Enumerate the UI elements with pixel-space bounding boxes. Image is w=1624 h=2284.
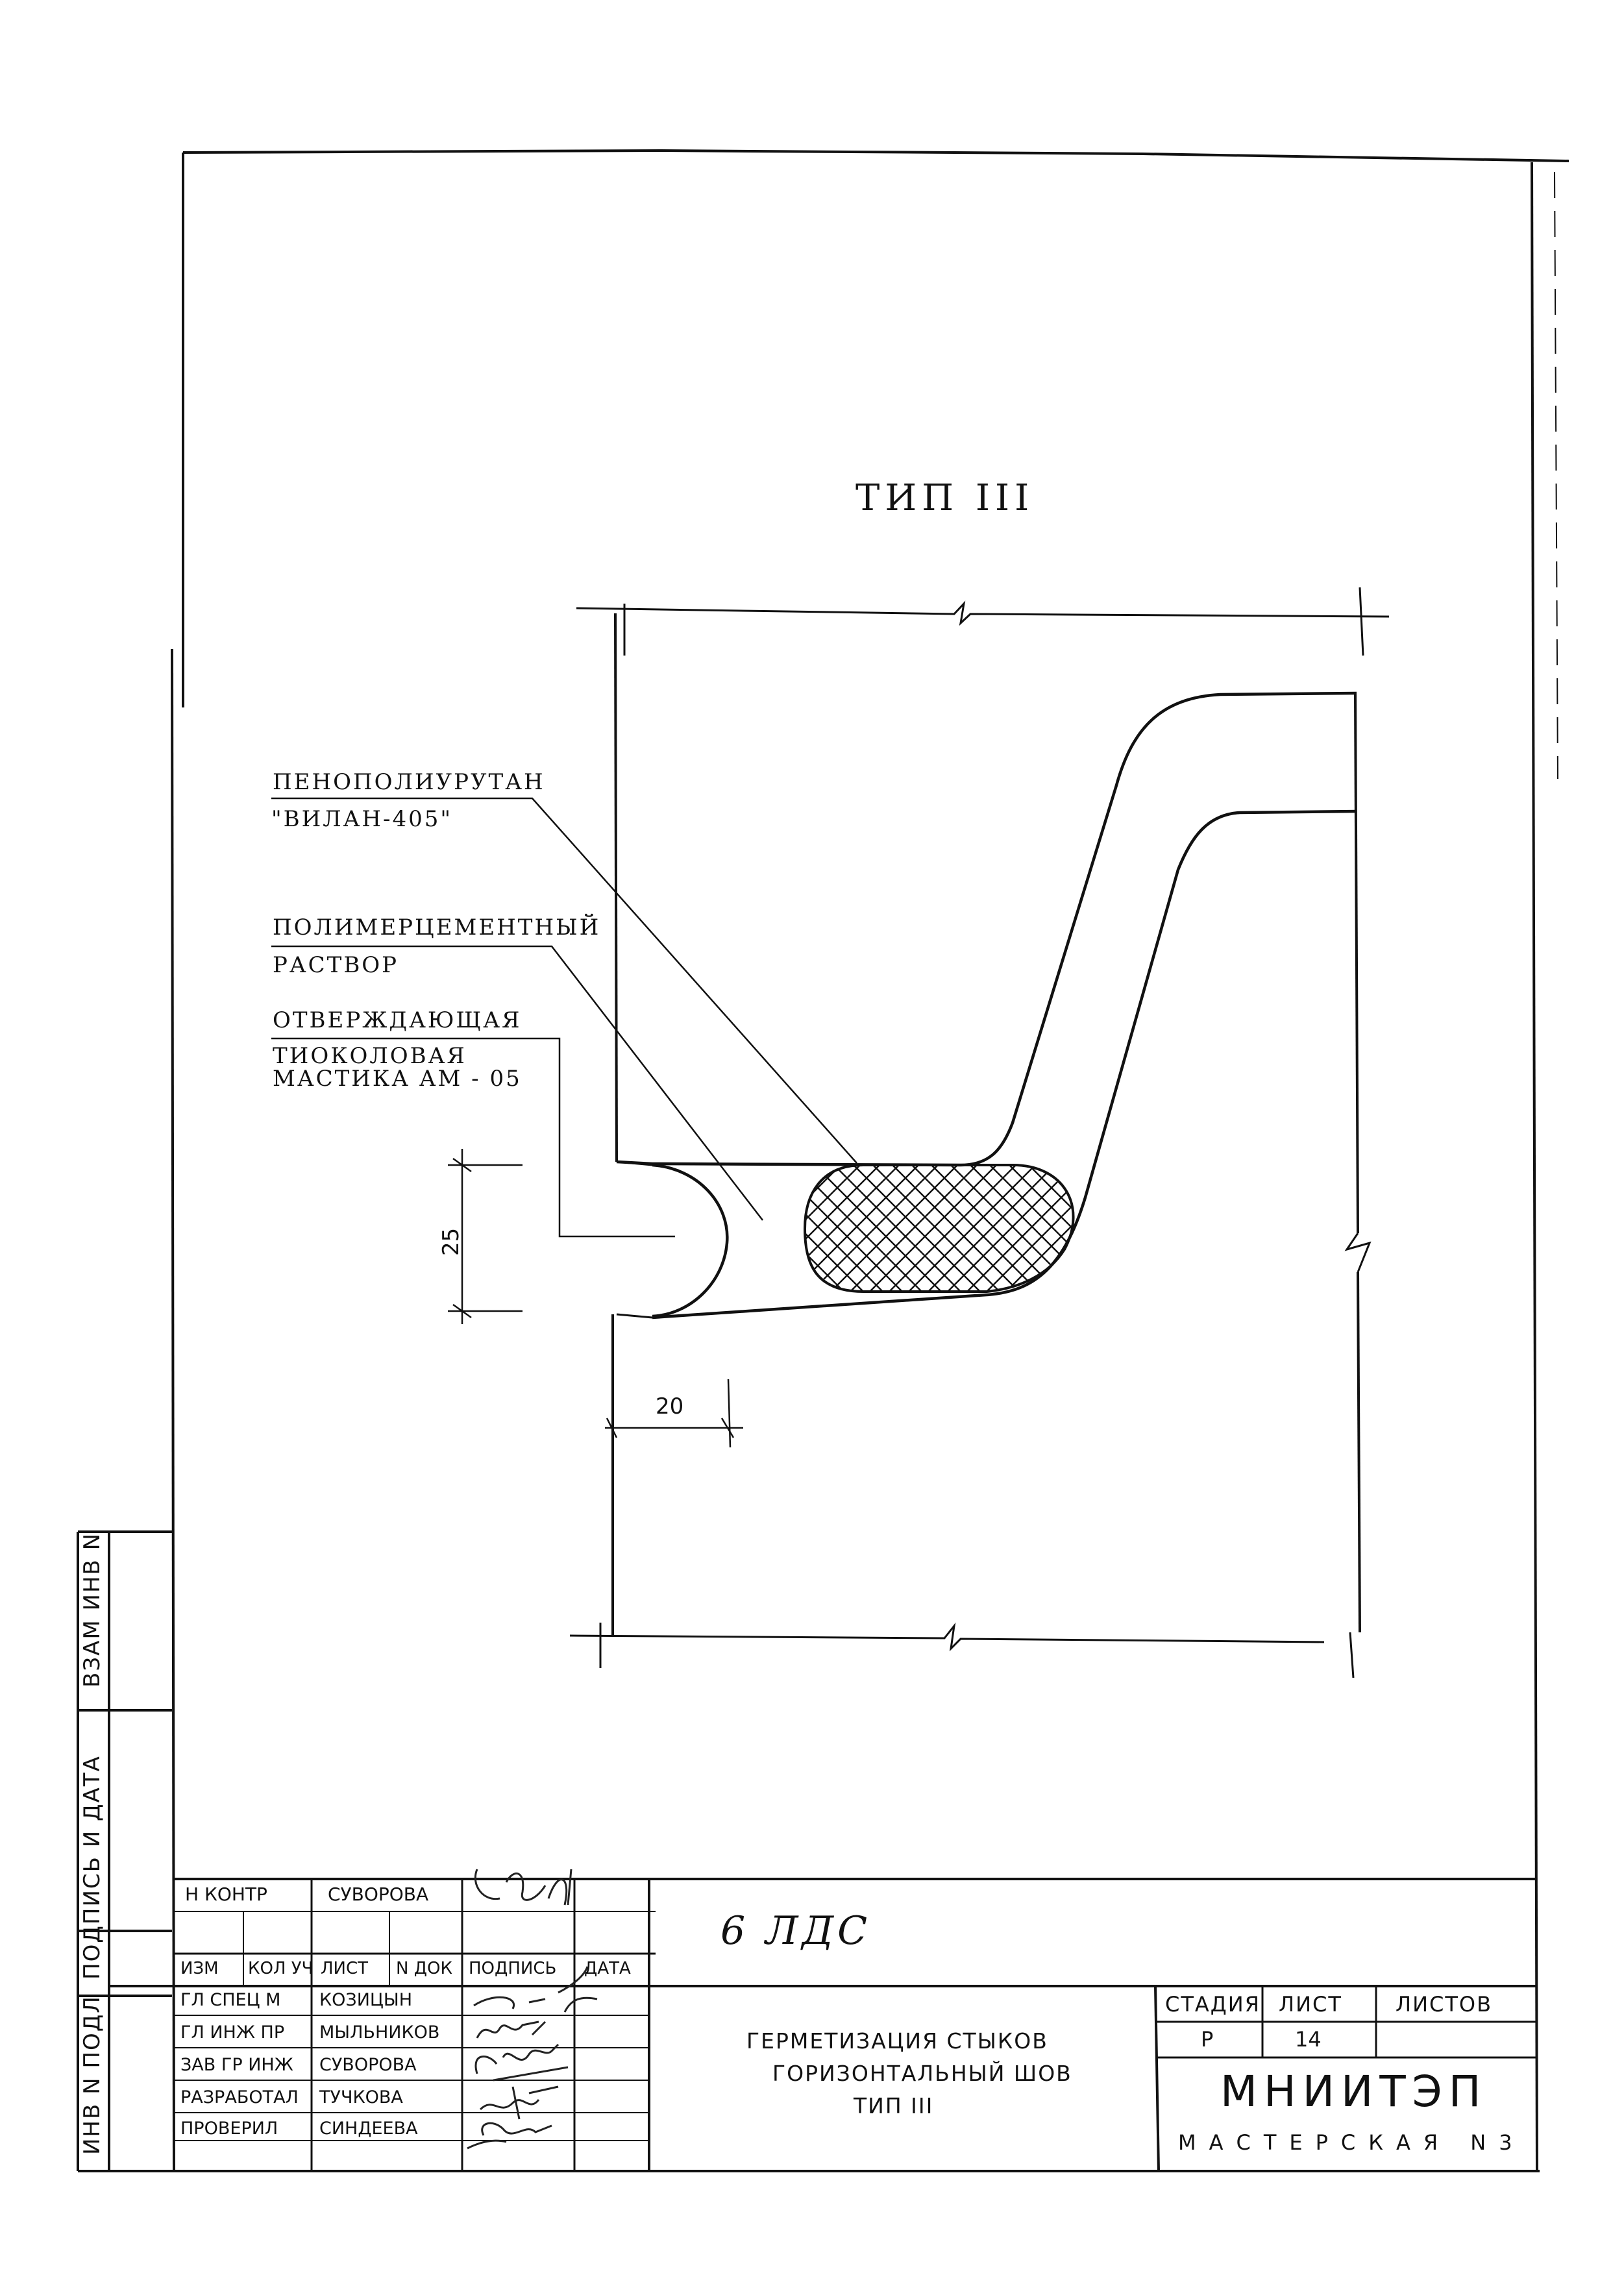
sheet-frame [108, 149, 1569, 2172]
title-block-grid [109, 1878, 1537, 2172]
row-role-3: ЗАВ ГР ИНЖ [180, 2055, 293, 2075]
row-name-2: МЫЛЬНИКОВ [319, 2022, 440, 2043]
row-role-1: ГЛ СПЕЦ М [180, 1990, 281, 2010]
callout-mortar-line2: РАСТВОР [273, 952, 399, 978]
callout-mastic-line1: ОТВЕРЖДАЮЩАЯ [273, 1007, 522, 1033]
header-kol-uch: КОЛ УЧ [248, 1959, 314, 1978]
dimension-25 [448, 1149, 523, 1324]
description-line1: ГЕРМЕТИЗАЦИЯ СТЫКОВ [746, 2028, 1048, 2054]
row-name-4: ТУЧКОВА [319, 2087, 403, 2107]
side-stamp-podpis-data: ПОДПИСЬ И ДАТА [79, 1755, 105, 1980]
description-line3: ТИП III [854, 2093, 934, 2118]
callout-mortar-line1: ПОЛИМЕРЦЕМЕНТНЫЙ [273, 915, 601, 940]
header-list: ЛИСТ [321, 1959, 369, 1978]
n-kontr-name: СУВОРОВА [328, 1884, 429, 1905]
header-podpis: ПОДПИСЬ [469, 1959, 557, 1978]
sheet-value: 14 [1295, 2027, 1322, 2052]
sheets-label: ЛИСТОВ [1396, 1992, 1493, 2017]
callout-foam-line1: ПЕНОПОЛИУРУТАН [273, 769, 545, 795]
foam-cord [803, 1164, 1075, 1293]
header-izm: ИЗМ [180, 1959, 219, 1978]
n-kontr-label: Н КОНТР [185, 1884, 267, 1905]
stage-label: СТАДИЯ [1165, 1992, 1261, 2017]
drawing-title: ТИП III [855, 477, 1035, 519]
signature-scribbles [467, 1869, 598, 2150]
row-role-2: ГЛ ИНЖ ПР [180, 2022, 285, 2043]
side-stamp [77, 1530, 172, 2172]
sheet-label: ЛИСТ [1279, 1992, 1342, 2017]
side-stamp-inv-podl: ИНВ N ПОДЛ [79, 1995, 105, 2155]
dimension-20 [605, 1379, 743, 1448]
side-stamp-vzam-inv: ВЗАМ ИНВ N [79, 1532, 105, 1688]
row-name-3: СУВОРОВА [319, 2055, 417, 2075]
description-line2: ГОРИЗОНТАЛЬНЫЙ ШОВ [772, 2061, 1072, 2086]
dimension-20-label: 20 [656, 1394, 684, 1419]
dimension-25-label: 25 [438, 1227, 464, 1256]
callout-foam-line2: "ВИЛАН-405" [271, 806, 453, 832]
callout-leaders [271, 797, 857, 1238]
callout-mastic-line2: ТИОКОЛОВАЯ [273, 1043, 467, 1069]
row-role-5: ПРОВЕРИЛ [180, 2118, 278, 2139]
callout-mastic-line3: МАСТИКА АМ - 05 [273, 1066, 522, 1092]
row-name-1: КОЗИЦЫН [319, 1990, 413, 2010]
header-data: ДАТА [584, 1959, 631, 1978]
doc-code: 6 ЛДС [720, 1908, 872, 1954]
header-n-dok: N ДОК [396, 1959, 452, 1978]
row-name-5: СИНДЕЕВА [319, 2118, 418, 2139]
row-role-4: РАЗРАБОТАЛ [180, 2087, 299, 2107]
stage-value: Р [1201, 2027, 1214, 2052]
joint-detail [569, 587, 1390, 1678]
org-name: МНИИТЭП [1220, 2067, 1488, 2117]
org-unit: МАСТЕРСКАЯ N3 [1178, 2130, 1525, 2155]
